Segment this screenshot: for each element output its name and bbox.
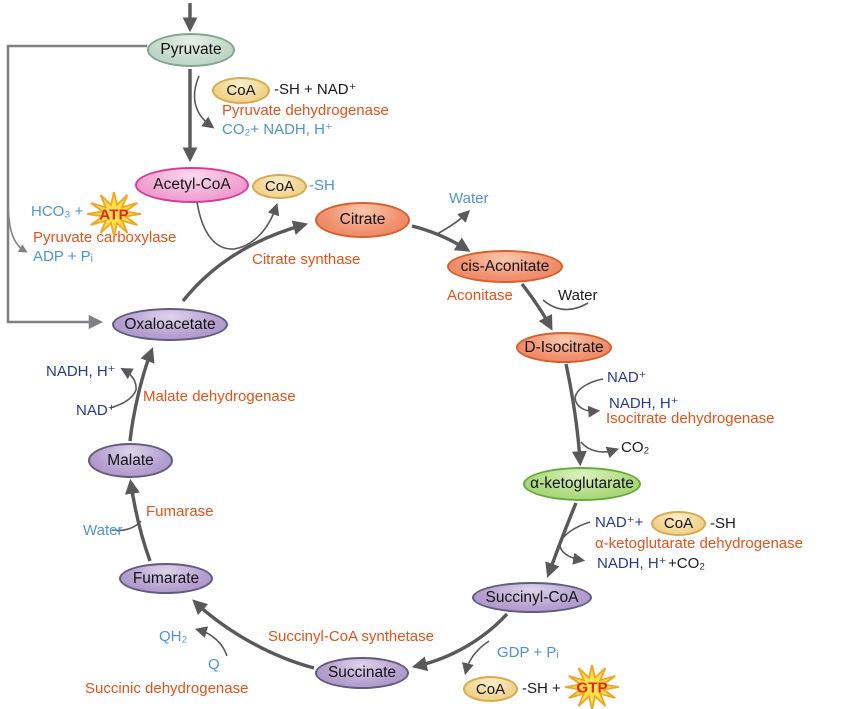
arrow-pdh-cofactors <box>193 75 215 129</box>
arrow-succinate-to-fumarate <box>192 599 315 670</box>
label-water-citrate: Water <box>449 190 489 207</box>
arrow-citrate-to-cisaconitate <box>411 224 471 252</box>
arrow-oxaloacetate-to-citrate <box>181 220 309 303</box>
node-alpha-ketoglutarate: α-ketoglutarate <box>523 467 641 501</box>
node-pyruvate: Pyruvate <box>147 33 235 67</box>
label-nadh-malate: NADH, H⁺ <box>46 363 116 380</box>
node-fumarate: Fumarate <box>119 563 213 594</box>
node-malate: Malate <box>88 443 173 478</box>
line-water-in-aconitase <box>542 299 589 311</box>
node-succinate: Succinate <box>315 657 409 689</box>
arrow-water-out-citrate <box>436 210 470 235</box>
arrow-nad-nadh-isocitrate <box>574 378 604 418</box>
label-succinyl-coa-synthetase: Succinyl-CoA synthetase <box>268 628 434 645</box>
label-malate-dehydrogenase: Malate dehydrogenase <box>143 388 296 405</box>
label-co2-akg: +CO₂ <box>668 555 706 572</box>
label-coa-sh-nad: -SH + NAD⁺ <box>274 81 357 98</box>
arrow-q-to-qh2 <box>194 626 228 657</box>
label-akg-dehydrogenase: α-ketoglutarate dehydrogenase <box>595 535 803 552</box>
node-acetyl-coa: Acetyl-CoA <box>135 167 249 203</box>
label-nadh-akg: NADH, H⁺ <box>597 555 667 572</box>
label-gdp-pi: GDP + Pᵢ <box>497 644 559 661</box>
arrow-co2-out-isocitrate <box>580 441 619 459</box>
node-d-isocitrate: D-Isocitrate <box>516 332 612 363</box>
arrow-pyruvate-carboxylase-route <box>6 44 147 330</box>
arrow-coa-release-citrate-synthase <box>196 201 280 250</box>
node-coa-pdh: CoA <box>212 77 270 104</box>
label-qh2: QH₂ <box>159 628 188 645</box>
label-water-aconitase: Water <box>558 287 598 304</box>
arrow-cisaconitate-to-disocitrate <box>520 282 553 331</box>
label-hco3: HCO₃ + <box>31 203 84 220</box>
label-fumarase: Fumarase <box>146 503 214 520</box>
node-succinyl-coa: Succinyl-CoA <box>472 582 592 613</box>
label-pyruvate-carboxylase: Pyruvate carboxylase <box>33 229 177 246</box>
label-water-fumarase: Water <box>83 522 123 539</box>
node-oxaloacetate: Oxaloacetate <box>112 308 228 341</box>
arrow-nad-nadh-akg <box>559 521 591 565</box>
label-sh-akg: -SH <box>710 515 736 532</box>
node-coa-synthase: CoA <box>252 174 307 199</box>
label-co2-isocitrate: CO₂ <box>621 439 650 456</box>
gtp-label: GTP <box>576 679 607 696</box>
label-succinic-dehydrogenase: Succinic dehydrogenase <box>85 680 249 697</box>
label-aconitase: Aconitase <box>447 287 513 304</box>
node-coa-akg: CoA <box>651 511 706 536</box>
label-citrate-synthase: Citrate synthase <box>252 251 361 268</box>
starburst-shape <box>87 191 141 237</box>
label-pyruvate-dehydrogenase: Pyruvate dehydrogenase <box>222 102 389 119</box>
label-nad-isocitrate: NAD⁺ <box>607 369 647 386</box>
node-cis-aconitate: cis-Aconitate <box>447 250 563 283</box>
node-coa-gtp: CoA <box>463 676 518 702</box>
label-sh-gtp: -SH + <box>522 680 561 697</box>
label-q: Q <box>208 656 220 673</box>
label-nad-akg: NAD⁺+ <box>595 514 644 531</box>
node-citrate: Citrate <box>315 202 410 238</box>
gtp-starburst: GTP <box>565 664 619 709</box>
arrow-succinylcoa-to-succinate <box>411 612 509 672</box>
label-co2-nadh-pdh: CO₂+ NADH, H⁺ <box>222 121 333 138</box>
arrow-nad-nadh-malate <box>109 367 137 409</box>
label-adp-pi: ADP + Pᵢ <box>33 248 94 265</box>
arrow-coa-gtp-out <box>462 640 490 676</box>
label-nadh-isocitrate: NADH, H⁺ <box>609 395 679 412</box>
line-water-in-fumarase <box>111 520 142 532</box>
starburst-shape <box>565 664 619 709</box>
arrow-malate-to-oxaloacetate <box>128 347 155 442</box>
atp-label: ATP <box>99 206 128 223</box>
label-isocitrate-dehydrogenase: Isocitrate dehydrogenase <box>606 410 775 427</box>
atp-starburst: ATP <box>87 191 141 237</box>
arrow-disocitrate-to-akg <box>564 363 587 467</box>
arrow-atp-to-adp <box>7 205 28 253</box>
label-nad-malate: NAD⁺ <box>76 402 116 419</box>
label-sh-synthase: -SH <box>309 177 335 194</box>
